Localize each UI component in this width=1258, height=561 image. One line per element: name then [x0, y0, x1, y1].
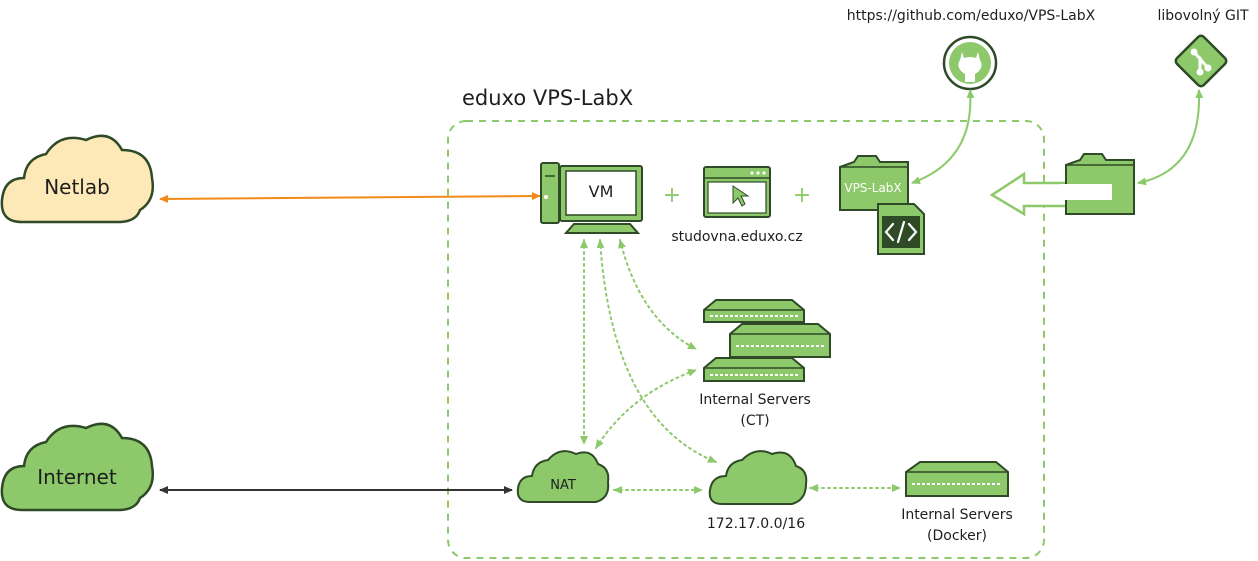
git-folder-icon[interactable]	[1060, 153, 1135, 215]
folder-icon[interactable]: VPS-LabX	[839, 155, 909, 211]
vps-labx-boundary	[447, 120, 1045, 559]
internal-ct-label-line2: (CT)	[740, 413, 769, 429]
nat-label: NAT	[550, 478, 576, 493]
nat-ct-link	[595, 368, 697, 449]
server-stack-ct[interactable]	[703, 299, 831, 382]
github-folder-link	[911, 89, 975, 185]
plus-sign-1: +	[663, 183, 681, 208]
browser-window-icon[interactable]	[703, 166, 771, 218]
git-folder-link	[1137, 89, 1204, 186]
server-icon	[703, 357, 805, 382]
git-icon[interactable]	[1174, 34, 1228, 88]
studovna-label: studovna.eduxo.cz	[671, 229, 802, 245]
github-icon[interactable]	[942, 35, 998, 91]
vm-network-link	[596, 239, 717, 463]
server-icon	[729, 323, 831, 358]
plus-sign-2: +	[793, 183, 811, 208]
internal-links	[580, 239, 901, 494]
vpslabx-folder-label: VPS-LabX	[844, 181, 901, 195]
code-file-icon[interactable]	[877, 203, 925, 255]
vm-ct-link	[618, 239, 697, 350]
internet-label: Internet	[37, 465, 117, 489]
vm-label: VM	[589, 182, 614, 201]
internal-ct-label-line1: Internal Servers	[699, 392, 811, 408]
netlab-cloud[interactable]: Netlab	[0, 134, 154, 224]
server-icon	[703, 299, 805, 323]
internet-cloud[interactable]: Internet	[0, 422, 154, 512]
network-label: 172.17.0.0/16	[707, 516, 805, 532]
github-url-label: https://github.com/eduxo/VPS-LabX	[847, 8, 1096, 24]
internal-docker-label-line1: Internal Servers	[901, 507, 1013, 523]
computer-icon[interactable]: VM	[540, 162, 643, 234]
nat-cloud[interactable]: NAT	[516, 450, 610, 503]
server-icon-docker[interactable]	[905, 461, 1009, 497]
netlab-label: Netlab	[44, 175, 110, 199]
network-cloud[interactable]	[708, 450, 808, 505]
diagram-title: eduxo VPS-LabX	[462, 86, 633, 110]
internal-docker-label-line2: (Docker)	[927, 528, 987, 544]
git-label: libovolný GIT	[1157, 8, 1249, 24]
netlab-vm-link	[159, 192, 541, 203]
